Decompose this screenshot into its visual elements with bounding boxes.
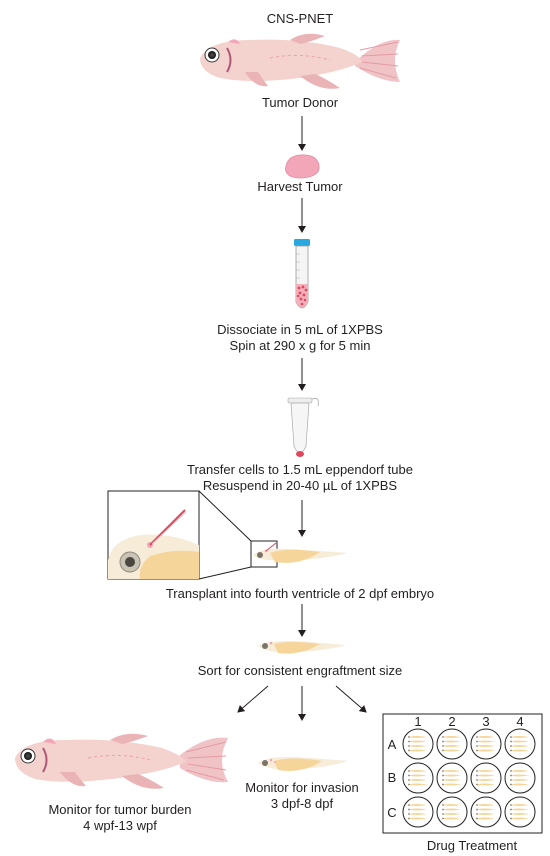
tumor-tissue-icon xyxy=(285,154,320,179)
plate-well xyxy=(436,762,468,794)
outcome-burden-time: 4 wpf-13 wpf xyxy=(83,818,157,833)
well-embryo xyxy=(408,770,427,772)
well-embryo xyxy=(408,808,427,811)
well-embryo xyxy=(442,745,461,747)
arrow-6-left xyxy=(237,685,269,713)
plate-well xyxy=(470,796,502,828)
step-harvest-label: Harvest Tumor xyxy=(257,179,343,194)
well-embryo xyxy=(476,770,495,772)
outcome-invasion-time: 3 dpf-8 dpf xyxy=(270,796,334,811)
well-embryo xyxy=(476,774,495,777)
well-embryo xyxy=(442,813,461,815)
well-embryo xyxy=(510,745,529,747)
plate-row-label: C xyxy=(387,805,397,820)
well-embryo xyxy=(442,817,461,820)
conical-tube-icon xyxy=(294,239,310,309)
well-embryo xyxy=(510,749,529,752)
outcome-drug-label: Drug Treatment xyxy=(426,838,518,853)
well-embryo xyxy=(442,740,461,743)
plate-well xyxy=(504,762,536,794)
well-embryo xyxy=(442,736,461,738)
plate-column-label: 1 xyxy=(414,714,422,729)
eppendorf-tube-icon xyxy=(287,397,319,457)
plate-well xyxy=(402,728,434,760)
well-embryo xyxy=(476,779,495,781)
plate-well xyxy=(504,796,536,828)
well-embryo xyxy=(476,804,495,806)
plate-well xyxy=(470,762,502,794)
well-embryo xyxy=(510,736,529,738)
well-embryo xyxy=(476,740,495,743)
step-transplant-label: Transplant into fourth ventricle of 2 dp… xyxy=(165,586,435,601)
well-embryo xyxy=(476,813,495,815)
plate-well xyxy=(504,728,536,760)
outcome-burden-label: Monitor for tumor burden xyxy=(48,802,192,817)
step-transfer-label: Transfer cells to 1.5 mL eppendorf tube xyxy=(187,462,413,477)
well-embryo xyxy=(476,783,495,786)
well-embryo xyxy=(510,779,529,781)
well-embryo xyxy=(510,804,529,806)
plate-row-label: A xyxy=(387,737,397,752)
well-embryo xyxy=(408,745,427,747)
well-embryo xyxy=(442,808,461,811)
well-embryo xyxy=(408,740,427,743)
well-embryo xyxy=(510,770,529,772)
well-embryo xyxy=(442,770,461,772)
well-embryo xyxy=(442,779,461,781)
outcome-invasion-label: Monitor for invasion xyxy=(245,780,359,795)
well-embryo xyxy=(442,774,461,777)
well-plate-icon xyxy=(382,713,543,834)
step-tumor-donor-label: Tumor Donor xyxy=(261,95,339,110)
well-embryo xyxy=(510,740,529,743)
embryo-sort-icon xyxy=(258,640,346,654)
plate-column-label: 3 xyxy=(482,714,490,729)
well-embryo xyxy=(510,808,529,811)
well-embryo xyxy=(442,804,461,806)
well-embryo xyxy=(510,774,529,777)
plate-row-label: B xyxy=(387,770,397,785)
diagram-title: CNS-PNET xyxy=(266,11,334,26)
plate-well xyxy=(436,728,468,760)
tumor-donor-fish-icon xyxy=(200,33,400,89)
embryo-injection-icon xyxy=(253,542,348,563)
step-resuspend-label: Resuspend in 20-40 µL of 1XPBS xyxy=(202,478,398,493)
well-embryo xyxy=(408,779,427,781)
well-embryo xyxy=(408,813,427,815)
well-embryo xyxy=(408,817,427,820)
plate-column-label: 4 xyxy=(516,714,524,729)
plate-well xyxy=(436,796,468,828)
well-embryo xyxy=(476,736,495,738)
well-embryo xyxy=(510,813,529,815)
injection-inset xyxy=(107,490,278,580)
well-embryo xyxy=(510,817,529,820)
plate-well xyxy=(470,728,502,760)
well-embryo xyxy=(408,736,427,738)
well-embryo xyxy=(476,749,495,752)
step-sort-label: Sort for consistent engraftment size xyxy=(197,663,403,678)
well-embryo xyxy=(408,749,427,752)
well-embryo xyxy=(442,783,461,786)
arrow-6-right xyxy=(335,685,367,713)
tumor-burden-fish-icon xyxy=(15,733,228,789)
invasion-embryo-icon xyxy=(258,756,348,771)
plate-well xyxy=(402,796,434,828)
well-embryo xyxy=(476,817,495,820)
well-embryo xyxy=(408,783,427,786)
well-embryo xyxy=(510,783,529,786)
well-embryo xyxy=(408,804,427,806)
step-dissociate-label: Dissociate in 5 mL of 1XPBS xyxy=(217,322,383,337)
well-embryo xyxy=(442,749,461,752)
well-embryo xyxy=(476,745,495,747)
plate-well xyxy=(402,762,434,794)
well-embryo xyxy=(408,774,427,777)
step-spin-label: Spin at 290 x g for 5 min xyxy=(229,338,371,353)
well-embryo xyxy=(476,808,495,811)
plate-column-label: 2 xyxy=(448,714,456,729)
